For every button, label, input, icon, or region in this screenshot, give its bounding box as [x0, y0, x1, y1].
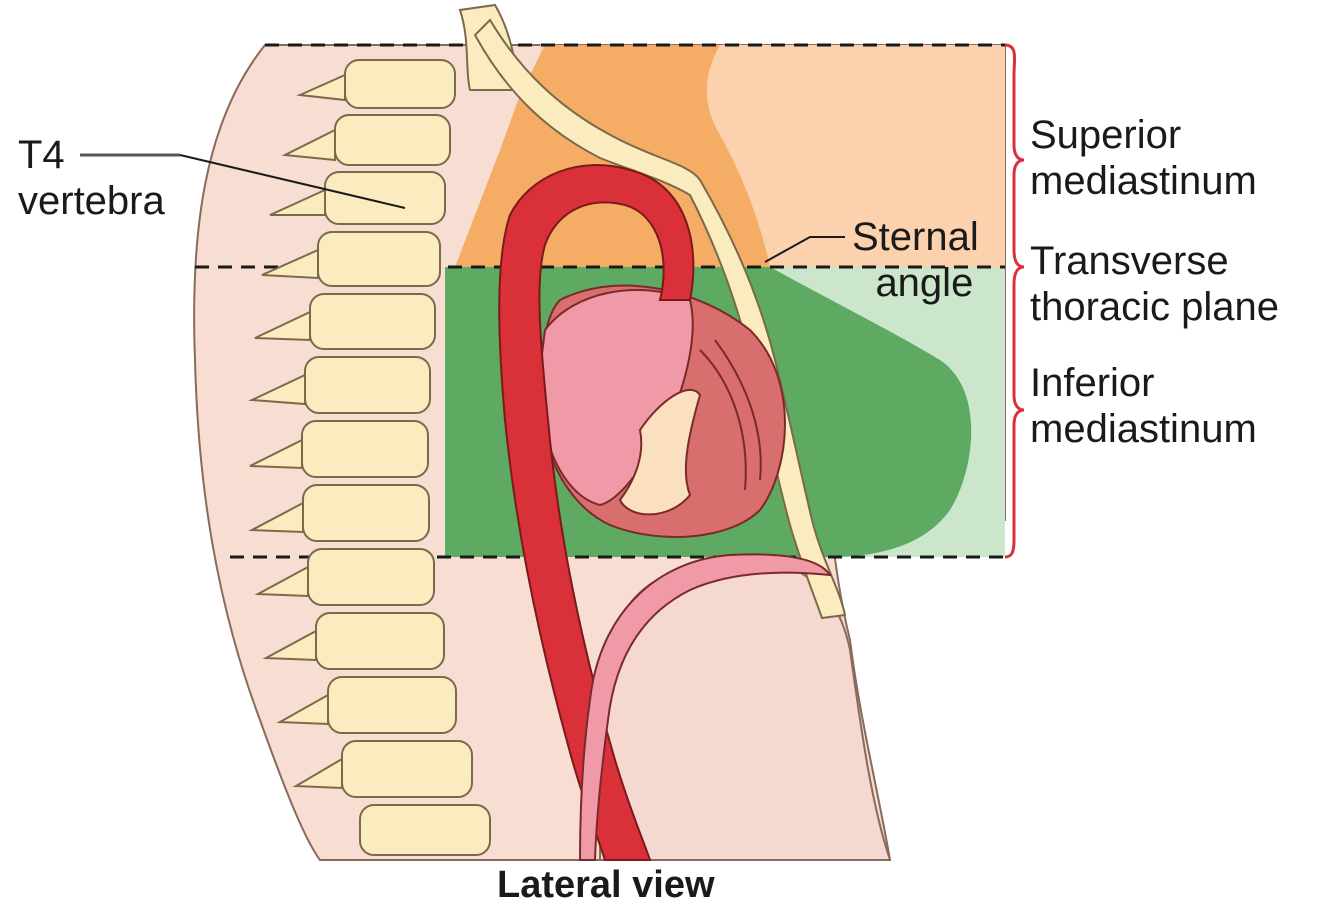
inferior-mediastinum-label: Inferior mediastinum: [1030, 360, 1257, 452]
sternal-angle-label: Sternal angle: [852, 214, 979, 306]
brace: [1005, 45, 1024, 557]
t4-label-line2: vertebra: [18, 178, 165, 224]
inferior-label-line1: Inferior: [1030, 360, 1257, 406]
sternal-label-line2: angle: [852, 260, 979, 306]
caption: Lateral view: [497, 862, 715, 908]
superior-mediastinum-label: Superior mediastinum: [1030, 112, 1257, 204]
inferior-label-line2: mediastinum: [1030, 406, 1257, 452]
t4-vertebra-label: T4 vertebra: [18, 132, 165, 224]
transverse-label-line2: thoracic plane: [1030, 284, 1279, 330]
sternal-label-line1: Sternal: [852, 214, 979, 260]
superior-label-line2: mediastinum: [1030, 158, 1257, 204]
t4-label-line1: T4: [18, 132, 165, 178]
transverse-label-line1: Transverse: [1030, 238, 1279, 284]
superior-label-line1: Superior: [1030, 112, 1257, 158]
transverse-thoracic-plane-label: Transverse thoracic plane: [1030, 238, 1279, 330]
